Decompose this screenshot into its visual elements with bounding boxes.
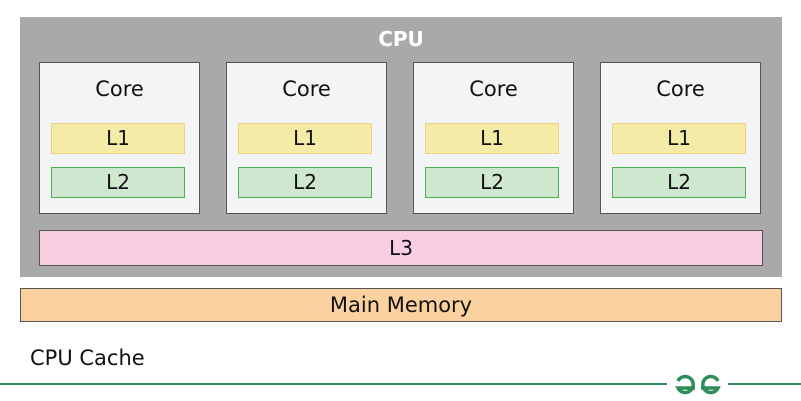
l2-cache: L2 — [425, 167, 559, 198]
core-box: Core L1 L2 — [39, 62, 200, 214]
core-box: Core L1 L2 — [600, 62, 761, 214]
core-label: Core — [282, 77, 331, 101]
l1-cache: L1 — [612, 123, 746, 154]
footer-divider-left — [0, 383, 667, 385]
footer-divider-right — [728, 383, 801, 385]
l1-cache: L1 — [238, 123, 372, 154]
core-label: Core — [469, 77, 518, 101]
core-box: Core L1 L2 — [226, 62, 387, 214]
diagram-caption: CPU Cache — [30, 346, 145, 370]
l1-cache: L1 — [425, 123, 559, 154]
l2-cache: L2 — [612, 167, 746, 198]
core-label: Core — [95, 77, 144, 101]
l2-cache: L2 — [51, 167, 185, 198]
core-box: Core L1 L2 — [413, 62, 574, 214]
l2-cache: L2 — [238, 167, 372, 198]
geeksforgeeks-logo-icon — [675, 374, 721, 395]
cpu-box: CPU Core L1 L2 Core L1 L2 Core L1 L2 Cor… — [20, 17, 782, 277]
main-memory: Main Memory — [20, 288, 782, 322]
l3-cache: L3 — [39, 230, 763, 266]
cpu-title: CPU — [378, 27, 424, 51]
l1-cache: L1 — [51, 123, 185, 154]
core-label: Core — [656, 77, 705, 101]
